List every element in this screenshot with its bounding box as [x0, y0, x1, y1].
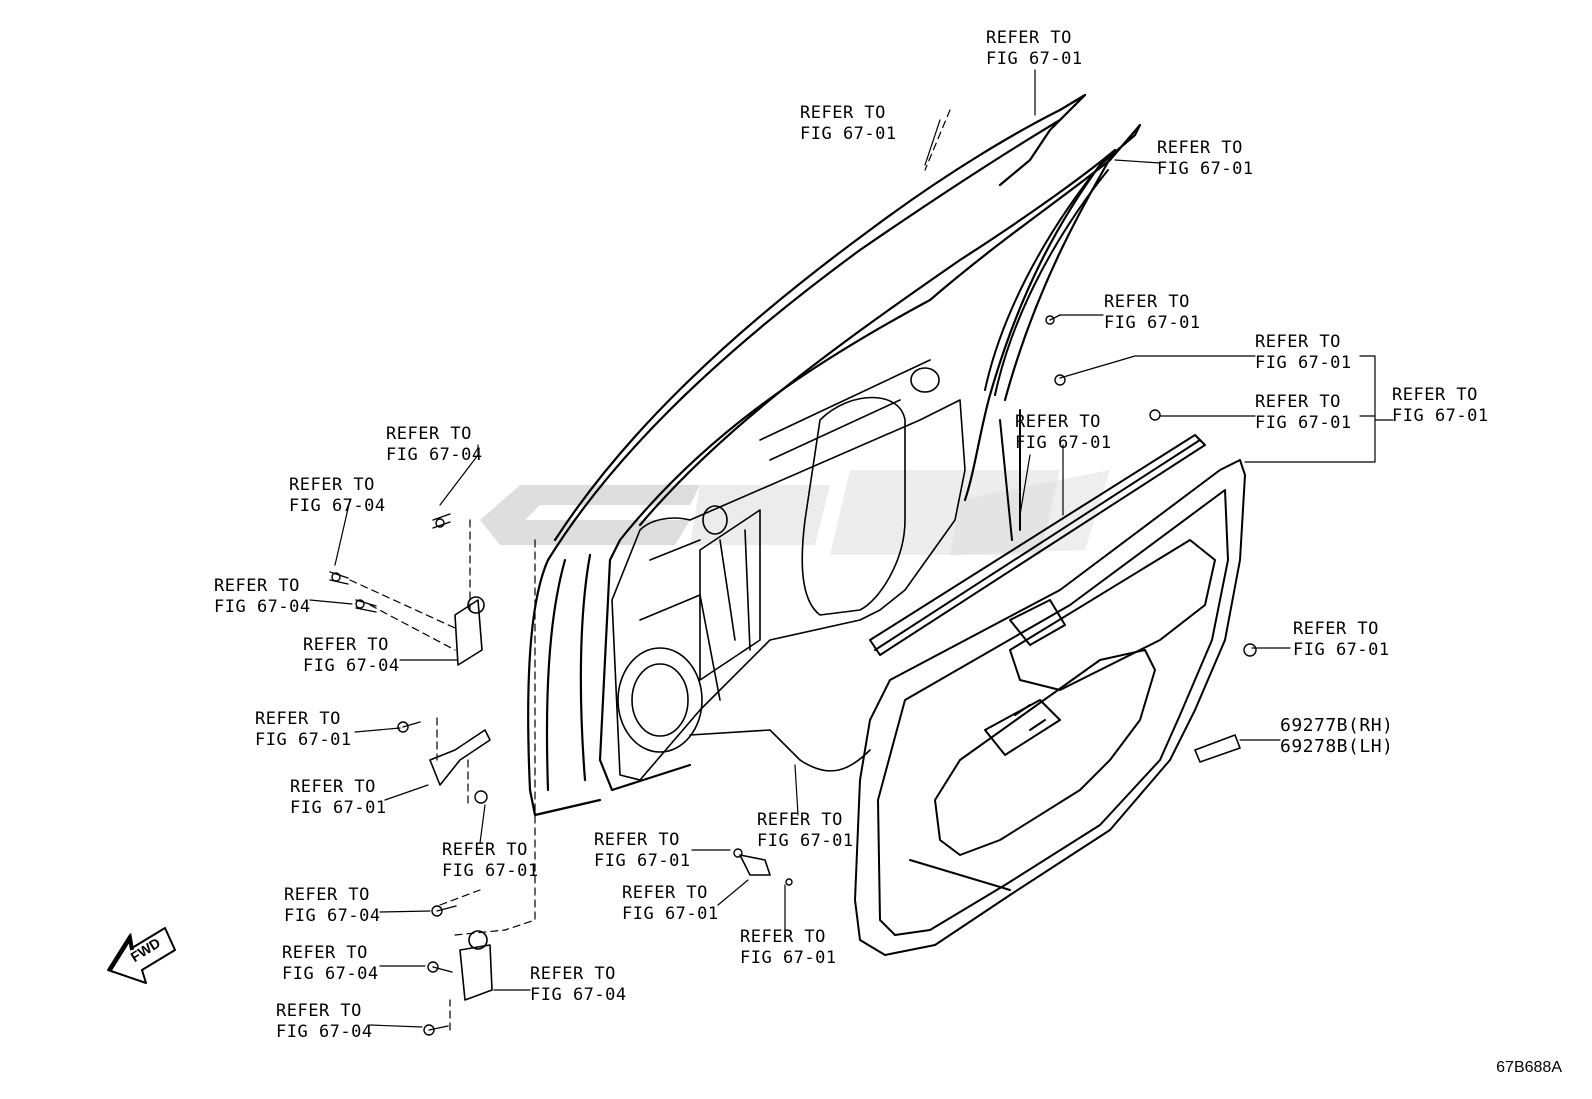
- part-number-lh: 69278B(LH): [1280, 736, 1394, 757]
- belt-moulding: [869, 434, 1206, 656]
- door-trim-panel: [854, 459, 1246, 956]
- leader-lines: [309, 69, 1394, 1028]
- bolts: [329, 314, 1257, 1036]
- dashed-guides: [349, 109, 951, 1031]
- part-number-rh: 69277B(RH): [1280, 715, 1394, 736]
- part-number-callout: 69277B(RH)69278B(LH): [1280, 715, 1393, 757]
- latch-bracket: [739, 734, 1241, 876]
- door-outer-panel: [527, 93, 1142, 817]
- fwd-arrow-icon: FWD: [107, 927, 176, 984]
- lower-hinge: [459, 930, 493, 1001]
- glass-run-channel: [984, 164, 1109, 541]
- drawing-code: 67B688A: [1496, 1059, 1562, 1076]
- watermark: [480, 470, 1110, 555]
- door-inner-panel: [611, 359, 966, 781]
- door-check: [429, 729, 491, 786]
